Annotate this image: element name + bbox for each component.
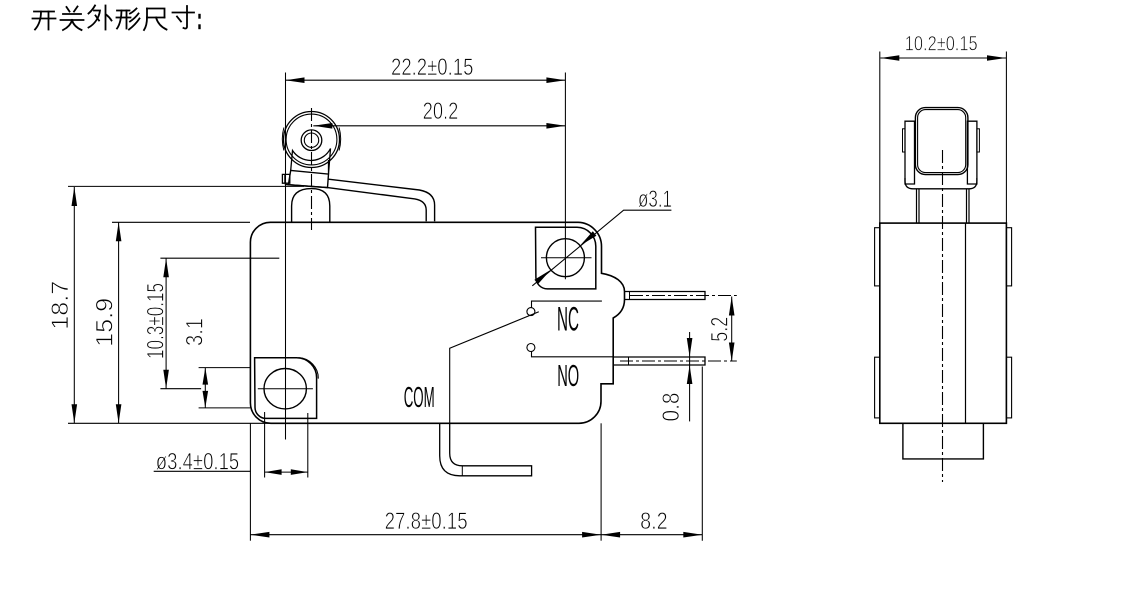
svg-text:NO: NO [557, 358, 579, 393]
svg-text:5.2: 5.2 [707, 317, 734, 342]
svg-text:NC: NC [557, 300, 579, 338]
svg-text:ø3.4±0.15: ø3.4±0.15 [156, 449, 239, 476]
svg-text:0.8: 0.8 [658, 393, 685, 422]
svg-text:20.2: 20.2 [423, 98, 459, 125]
svg-text:27.8±0.15: 27.8±0.15 [385, 508, 468, 535]
svg-text:3.1: 3.1 [182, 318, 209, 346]
svg-text:10.3±0.15: 10.3±0.15 [143, 283, 170, 359]
svg-text:15.9: 15.9 [92, 298, 119, 347]
svg-text:COM: COM [404, 382, 435, 414]
svg-text:18.7: 18.7 [47, 281, 74, 330]
svg-text:10.2±0.15: 10.2±0.15 [905, 33, 978, 56]
svg-text:8.2: 8.2 [640, 508, 668, 535]
svg-text:22.2±0.15: 22.2±0.15 [391, 54, 473, 81]
svg-text:ø3.1: ø3.1 [638, 186, 672, 213]
